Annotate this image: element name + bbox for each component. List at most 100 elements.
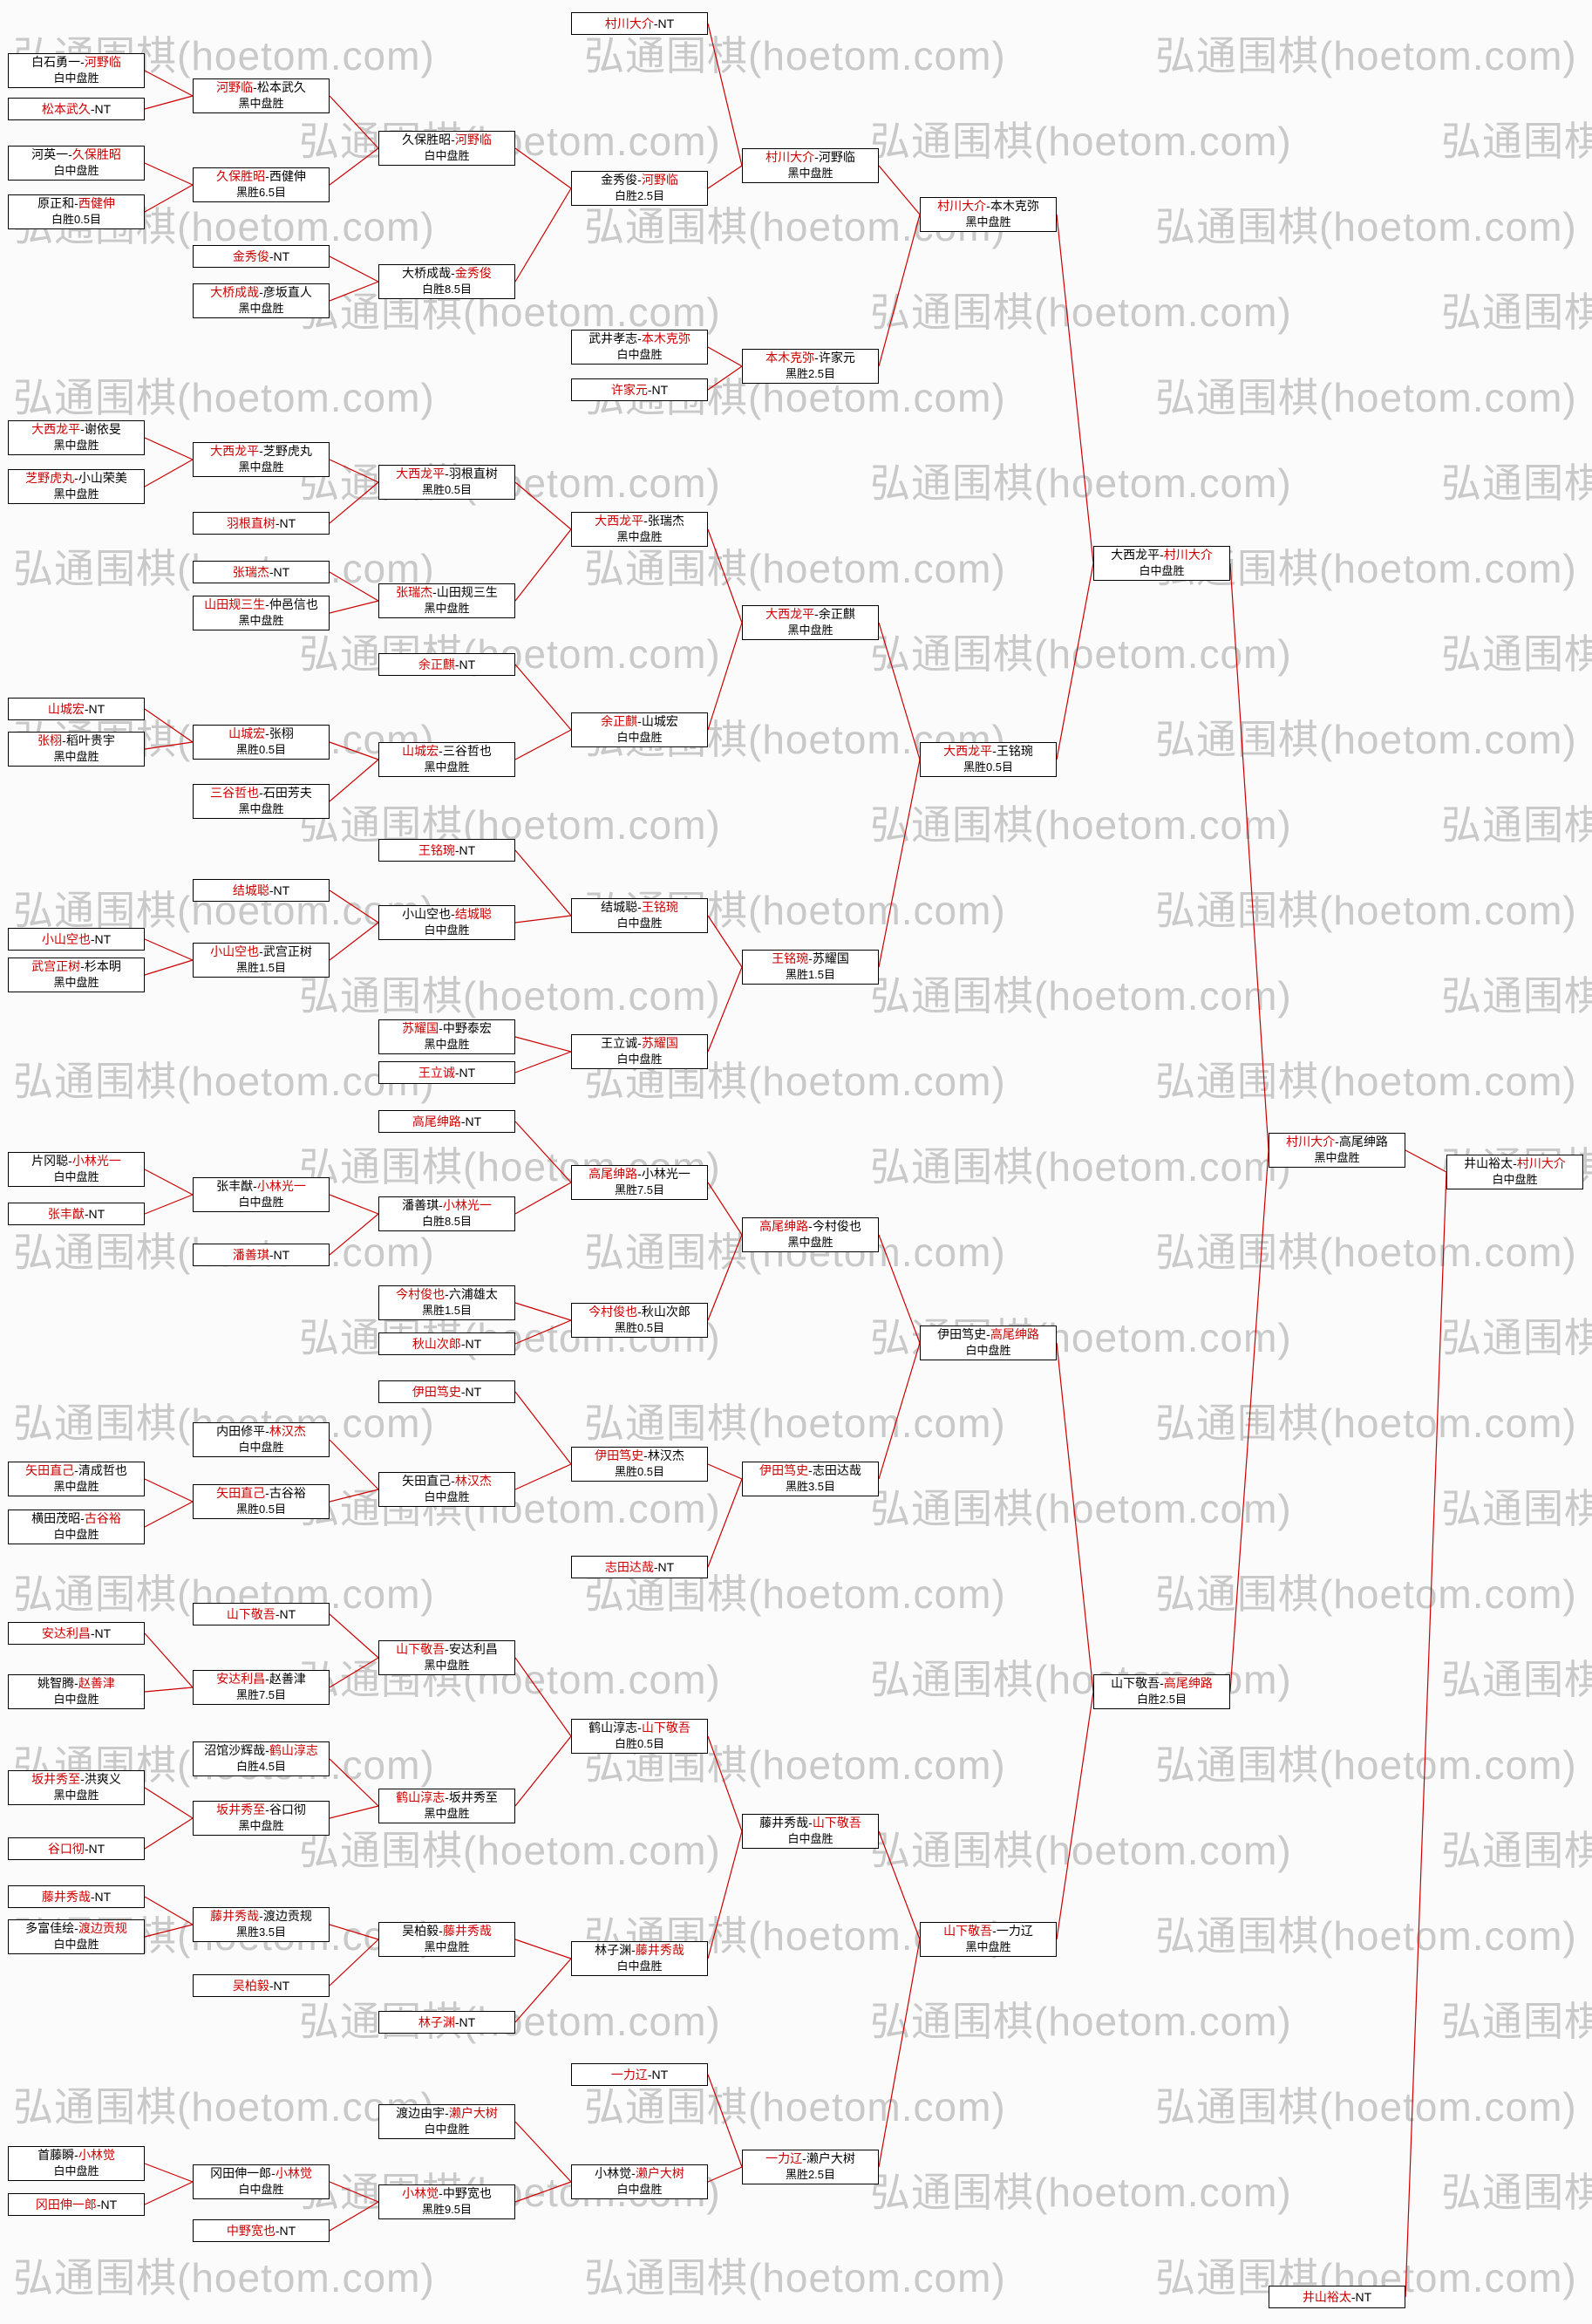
match-result: 黑中盘胜 bbox=[424, 1807, 470, 1820]
match-result: 白胜2.5目 bbox=[1136, 1693, 1187, 1706]
watermark-text: 弘通围棋(hoetom.com) bbox=[1441, 290, 1592, 335]
player-name: 矢田直己 bbox=[402, 1474, 452, 1488]
match-players: 今村俊也-秋山次郎 bbox=[588, 1305, 691, 1319]
match-players: 吴柏毅-NT bbox=[232, 1979, 290, 1993]
bracket-link-line bbox=[514, 1121, 572, 1183]
watermark-text: 弘通围棋(hoetom.com) bbox=[1155, 1230, 1577, 1275]
player-name: 矢田直己 bbox=[25, 1463, 75, 1477]
match-box: 安达利昌-赵善津黑胜7.5目 bbox=[193, 1670, 330, 1705]
match-box: 一力辽-濑户大树黑胜2.5目 bbox=[742, 2150, 879, 2184]
bracket-link-line bbox=[514, 1463, 572, 1490]
match-players: 片冈聪-小林光一 bbox=[31, 1154, 121, 1168]
player-name: 伊田笃史 bbox=[412, 1385, 461, 1399]
bye-marker: NT bbox=[465, 1337, 482, 1351]
bye-marker: NT bbox=[279, 1607, 296, 1621]
match-box: 山城宏-张栩黑胜0.5目 bbox=[193, 725, 330, 760]
player-name: 伊田笃史 bbox=[937, 1327, 987, 1341]
match-box: 张丰猷-小林光一白中盘胜 bbox=[193, 1177, 330, 1212]
match-players: 余正麒-NT bbox=[418, 658, 476, 671]
player-name: 山城宏 bbox=[641, 714, 678, 728]
match-players: 张瑞杰-山田规三生 bbox=[396, 585, 498, 599]
match-result: 黑胜1.5目 bbox=[421, 1304, 473, 1317]
bracket-link-line bbox=[144, 1817, 194, 1850]
bracket-link-line bbox=[329, 1213, 379, 1256]
match-result: 黑胜1.5目 bbox=[235, 961, 287, 974]
match-players: 伊田笃史-高尾绅路 bbox=[937, 1327, 1039, 1341]
bracket-link-line bbox=[144, 1478, 194, 1503]
bye-marker: NT bbox=[100, 2198, 118, 2212]
bye-box: 井山裕太-NT bbox=[1269, 2286, 1405, 2308]
player-name: 张栩 bbox=[269, 726, 294, 740]
match-players: 多富佳绘-渡边贡规 bbox=[25, 1921, 127, 1935]
match-result: 白中盘胜 bbox=[53, 1528, 99, 1541]
player-name: 村川大介 bbox=[1286, 1135, 1336, 1148]
match-players: 一力辽-濑户大树 bbox=[765, 2151, 855, 2165]
player-name: 大西龙平 bbox=[765, 607, 815, 621]
bye-marker: NT bbox=[459, 658, 476, 671]
match-result: 黑胜0.5目 bbox=[235, 1503, 287, 1516]
bye-marker: NT bbox=[657, 17, 675, 31]
player-name: 金秀俊 bbox=[232, 249, 269, 263]
match-result: 白中盘胜 bbox=[1139, 564, 1185, 577]
bracket-link-line bbox=[514, 1051, 572, 1073]
bracket-link-line bbox=[878, 1234, 921, 1344]
watermark-text: 弘通围棋(hoetom.com) bbox=[1155, 1059, 1577, 1104]
player-name: 芝野虎丸 bbox=[262, 444, 312, 458]
player-name: 河野临 bbox=[454, 133, 492, 147]
watermark-text: 弘通围棋(hoetom.com) bbox=[584, 1401, 1006, 1446]
bye-marker: NT bbox=[273, 565, 290, 579]
bracket-link-line bbox=[514, 1036, 572, 1053]
match-players: 大西龙平-谢依旻 bbox=[31, 422, 121, 436]
bye-marker: NT bbox=[273, 1248, 290, 1262]
match-players: 矢田直己-林汉杰 bbox=[402, 1474, 492, 1488]
player-name: 鹤山淳志 bbox=[269, 1743, 318, 1757]
bracket-link-line bbox=[144, 1169, 194, 1196]
watermark-text: 弘通围棋(hoetom.com) bbox=[1441, 119, 1592, 164]
watermark-text: 弘通围棋(hoetom.com) bbox=[870, 1999, 1292, 2044]
player-name: 藤井秀哉 bbox=[442, 1924, 492, 1938]
match-players: 志田达哉-NT bbox=[604, 1560, 675, 1574]
bracket-link-line bbox=[707, 622, 743, 731]
watermark-text: 弘通围棋(hoetom.com) bbox=[870, 2170, 1292, 2215]
match-result: 黑胜1.5目 bbox=[785, 968, 836, 981]
bye-marker: NT bbox=[459, 1066, 476, 1080]
match-players: 高尾绅路-今村俊也 bbox=[759, 1219, 861, 1233]
match-players: 潘善琪-NT bbox=[232, 1248, 290, 1262]
watermark-text: 弘通围棋(hoetom.com) bbox=[1155, 888, 1577, 933]
bye-box: 许家元-NT bbox=[571, 378, 708, 401]
match-players: 山城宏-NT bbox=[47, 702, 105, 716]
match-result: 黑中盘胜 bbox=[424, 760, 470, 774]
match-players: 山下敬吾-安达利昌 bbox=[396, 1642, 498, 1656]
player-name: 白石勇一 bbox=[31, 55, 81, 69]
watermark-text: 弘通围棋(hoetom.com) bbox=[584, 2255, 1006, 2300]
bracket-link-line bbox=[144, 1787, 194, 1819]
player-name: 小林光一 bbox=[442, 1198, 492, 1212]
match-players: 山城宏-张栩 bbox=[228, 726, 294, 740]
bye-box: 秋山次郎-NT bbox=[378, 1332, 515, 1355]
match-box: 井山裕太-村川大介白中盘胜 bbox=[1446, 1155, 1583, 1189]
player-name: 张瑞杰 bbox=[396, 585, 433, 599]
match-box: 大西龙平-余正麒黑中盘胜 bbox=[742, 605, 879, 640]
player-name: 张瑞杰 bbox=[232, 565, 269, 579]
match-box: 小林觉-濑户大树白中盘胜 bbox=[571, 2164, 708, 2199]
player-name: 赵善津 bbox=[78, 1676, 115, 1690]
watermark-text: 弘通围棋(hoetom.com) bbox=[1441, 631, 1592, 677]
watermark-text: 弘通围棋(hoetom.com) bbox=[870, 1486, 1292, 1531]
match-players: 大西龙平-王铭琬 bbox=[943, 744, 1033, 758]
watermark-text: 弘通围棋(hoetom.com) bbox=[1155, 717, 1577, 762]
bye-box: 王立诚-NT bbox=[378, 1061, 515, 1084]
bracket-link-line bbox=[878, 622, 921, 760]
bye-box: 王铭琬-NT bbox=[378, 839, 515, 862]
match-result: 黑中盘胜 bbox=[424, 1940, 470, 1953]
player-name: 久保胜昭 bbox=[216, 169, 266, 183]
bracket-link-line bbox=[329, 95, 379, 149]
match-box: 结城聪-王铭琬白中盘胜 bbox=[571, 898, 708, 933]
bracket-link-line bbox=[144, 1687, 194, 1693]
watermark-text: 弘通围棋(hoetom.com) bbox=[1155, 1742, 1577, 1788]
bracket-link-line bbox=[878, 1342, 921, 1480]
player-name: 山城宏 bbox=[402, 744, 439, 758]
watermark-text: 弘通围棋(hoetom.com) bbox=[1441, 973, 1592, 1019]
bracket-link-line bbox=[144, 184, 194, 213]
match-box: 山城宏-三谷哲也黑中盘胜 bbox=[378, 742, 515, 777]
